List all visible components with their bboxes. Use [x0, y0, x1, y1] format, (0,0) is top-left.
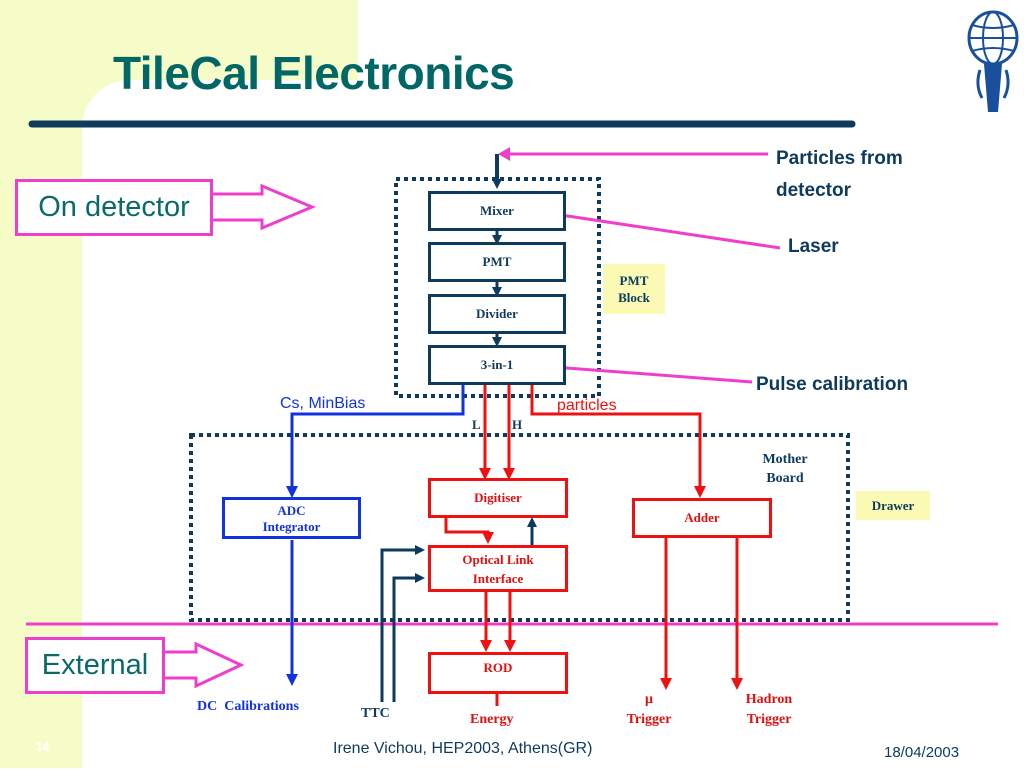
- dc-calibrations-label: DC Calibrations: [197, 699, 299, 714]
- optical-link-line2: Interface: [472, 570, 524, 586]
- adder-block: Adder: [632, 498, 772, 538]
- footer-date: 18/04/2003: [884, 744, 960, 761]
- adc-label-line2: Integrator: [262, 519, 321, 534]
- high-gain-label: H: [512, 417, 523, 432]
- hadron-trigger-label: Hadron Trigger: [736, 690, 802, 730]
- drawer-tag: Drawer: [856, 491, 930, 520]
- adder-label: Adder: [684, 510, 720, 525]
- pmt-block-tag-line1: PMT: [619, 273, 649, 288]
- external-arrow-icon: [160, 641, 245, 689]
- mother-board-label: Mother Board: [752, 450, 818, 488]
- pmt-block-tag: PMT Block: [603, 264, 665, 314]
- mu-trigger-word: Trigger: [626, 712, 672, 727]
- pulse-pointer: [532, 359, 753, 384]
- optical-link-block: Optical Link Interface: [428, 545, 568, 592]
- cs-minbias-path: [286, 384, 465, 498]
- footer-author: Irene Vichou, HEP2003, Athens(GR): [333, 740, 593, 757]
- rod-block: ROD: [428, 652, 568, 694]
- particles-path: [530, 384, 706, 498]
- particles-from-line: Particles from: [776, 148, 903, 169]
- digitiser-block: Digitiser: [428, 478, 568, 518]
- hadron-trigger-word: Trigger: [746, 712, 792, 727]
- pmt-block-tag-line2: Block: [618, 290, 650, 305]
- three-in-one-label: 3-in-1: [480, 357, 514, 372]
- mother-board-line2: Board: [766, 471, 804, 486]
- laser-pointer: [533, 205, 781, 250]
- ttc-line-1: [380, 545, 425, 702]
- mother-board-line1: Mother: [762, 452, 808, 467]
- pmt-label: PMT: [482, 254, 512, 269]
- detector-line: detector: [776, 180, 851, 201]
- slide-title: TileCal Electronics: [113, 47, 515, 99]
- digitiser-label: Digitiser: [474, 490, 522, 505]
- mu-trigger-label: μ Trigger: [618, 690, 680, 730]
- particles-label: particles: [557, 397, 617, 414]
- adc-integrator-block: ADC Integrator: [222, 497, 361, 539]
- three-in-one-block: 3-in-1: [428, 345, 566, 385]
- pmt-block: PMT: [428, 242, 566, 282]
- pmt-block-boundary: [394, 177, 601, 398]
- hadron-word: Hadron: [745, 692, 793, 707]
- digitiser-to-optical: [444, 516, 494, 544]
- on-detector-box: On detector: [15, 179, 213, 236]
- ttc-line-2: [392, 573, 425, 702]
- energy-label: Energy: [470, 712, 514, 727]
- laser-label: Laser: [788, 236, 839, 257]
- pulse-calibration-label: Pulse calibration: [756, 374, 909, 395]
- optical-link-line1: Optical Link: [462, 551, 534, 567]
- drawer-label: Drawer: [871, 497, 915, 513]
- ttc-label: TTC: [361, 706, 390, 721]
- rod-label: ROD: [483, 660, 513, 675]
- page-number: 14: [36, 740, 50, 754]
- cs-minbias-label: Cs, MinBias: [280, 395, 366, 412]
- divider-block: Divider: [428, 294, 566, 334]
- on-detector-label: On detector: [38, 191, 190, 223]
- adc-label-line1: ADC: [277, 503, 306, 518]
- mixer-block: Mixer: [428, 191, 566, 231]
- low-gain-label: L: [472, 417, 481, 432]
- mixer-label: Mixer: [480, 203, 514, 218]
- external-box: External: [25, 637, 165, 694]
- mu-symbol: μ: [645, 692, 653, 707]
- on-detector-arrow-icon: [213, 183, 316, 231]
- atlas-logo-icon: [967, 10, 1019, 112]
- particles-from-detector-label: Particles from detector: [776, 143, 903, 207]
- external-label: External: [41, 649, 149, 681]
- divider-label: Divider: [476, 306, 518, 321]
- drawer-boundary: [189, 433, 850, 622]
